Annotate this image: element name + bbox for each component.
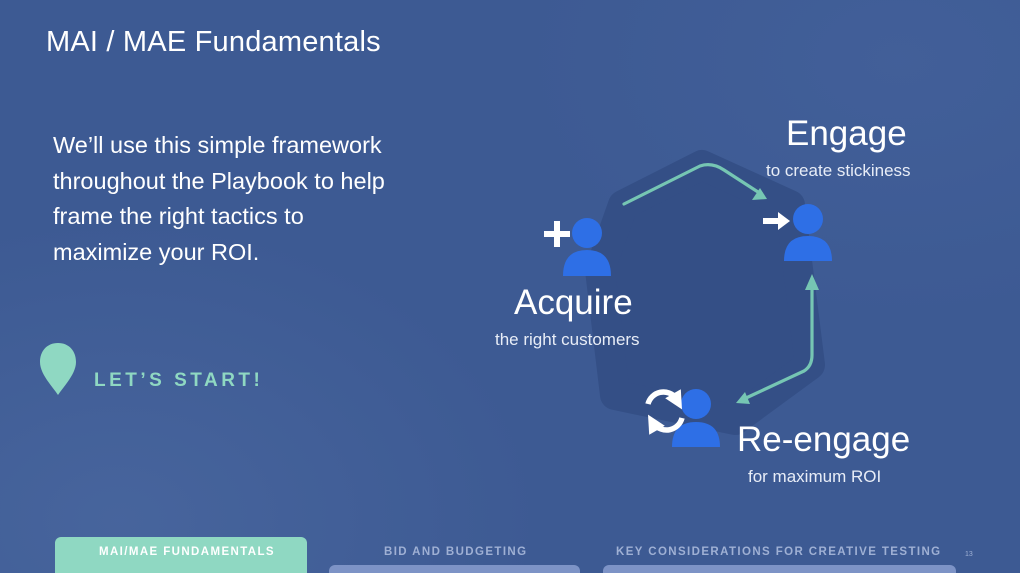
arrowhead-engage (752, 188, 767, 200)
acquire-user-icon (544, 218, 611, 276)
lets-start-button[interactable]: LET’S START! (38, 340, 298, 400)
arrowhead-up (805, 274, 819, 290)
location-pin-icon (40, 343, 76, 395)
page-title: MAI / MAE Fundamentals (46, 26, 381, 58)
stage-engage-subtitle: to create stickiness (766, 161, 911, 180)
cycle-arrows (622, 163, 814, 400)
stage-acquire-subtitle: the right customers (495, 330, 640, 349)
tab-label-bid-and-budgeting: BID AND BUDGETING (384, 546, 528, 558)
intro-text: We’ll use this simple framework througho… (53, 132, 385, 265)
page-number: 13 (965, 551, 973, 558)
tab-label-mai-mae-fundamentals: MAI/MAE FUNDAMENTALS (99, 546, 275, 558)
arrowhead-reengage (736, 392, 750, 404)
reengage-user-icon (645, 389, 720, 447)
engage-user-icon (763, 204, 832, 261)
tab-label-key-considerations: KEY CONSIDERATIONS FOR CREATIVE TESTING (616, 546, 942, 558)
stage-engage-title: Engage (786, 114, 907, 153)
framework-hexagon (585, 150, 825, 435)
section-tabs: MAI/MAE FUNDAMENTALS BID AND BUDGETING K… (0, 533, 1020, 573)
stage-acquire-title: Acquire (514, 283, 633, 322)
stage-reengage-subtitle: for maximum ROI (748, 467, 882, 486)
tab-bid-and-budgeting[interactable] (329, 565, 580, 573)
tab-mai-mae-fundamentals[interactable] (55, 537, 307, 573)
tab-key-considerations[interactable] (603, 565, 956, 573)
lets-start-label: LET’S START! (94, 370, 264, 391)
stage-reengage-title: Re-engage (737, 420, 911, 459)
